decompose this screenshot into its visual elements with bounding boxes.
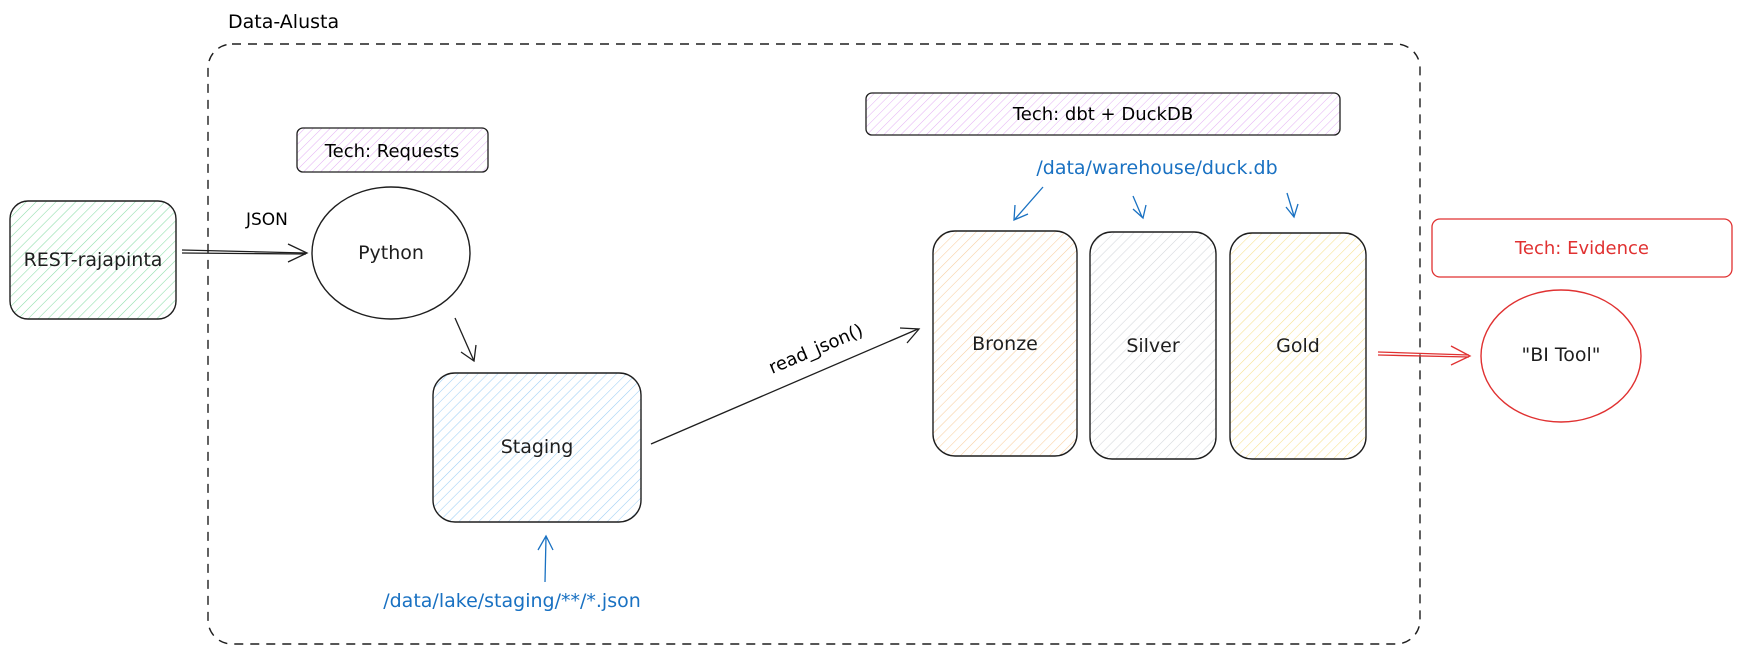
- lake-path-label: /data/lake/staging/**/*.json: [383, 590, 641, 612]
- arrow-python-to-staging: [454, 317, 477, 363]
- tech-evidence-text: Tech: Evidence: [1514, 238, 1649, 259]
- rest-api-node[interactable]: REST-rajapinta: [9, 200, 177, 320]
- arrow-staging-to-bronze: [650, 327, 921, 445]
- python-label: Python: [358, 242, 424, 264]
- python-node[interactable]: Python: [311, 186, 471, 320]
- staging-label: Staging: [501, 436, 574, 458]
- arrow-rest-to-python: [181, 243, 309, 263]
- json-edge-label: JSON: [245, 210, 288, 230]
- data-platform-label: Data-Alusta: [228, 11, 339, 33]
- silver-layer-node[interactable]: Silver: [1089, 231, 1217, 460]
- bi-tool-node[interactable]: "BI Tool": [1480, 289, 1642, 423]
- silver-label: Silver: [1126, 335, 1180, 357]
- rest-api-label: REST-rajapinta: [24, 249, 163, 271]
- tech-dbt-duckdb-label: Tech: dbt + DuckDB: [865, 92, 1341, 136]
- gold-label: Gold: [1276, 335, 1320, 357]
- bronze-label: Bronze: [972, 333, 1038, 355]
- tech-requests-label: Tech: Requests: [296, 127, 489, 173]
- staging-node[interactable]: Staging: [432, 372, 642, 523]
- lake-path-arrow: [537, 534, 554, 583]
- tech-evidence-label: Tech: Evidence: [1431, 218, 1733, 278]
- tech-requests-text: Tech: Requests: [324, 141, 460, 162]
- gold-layer-node[interactable]: Gold: [1229, 232, 1367, 460]
- warehouse-path-arrows: [1013, 186, 1299, 222]
- bi-tool-label: "BI Tool": [1521, 344, 1600, 366]
- tech-dbt-duckdb-text: Tech: dbt + DuckDB: [1012, 104, 1193, 125]
- read-json-edge-label: read_json(): [766, 320, 867, 379]
- arrow-gold-to-bi-tool: [1377, 345, 1472, 366]
- bronze-layer-node[interactable]: Bronze: [932, 230, 1078, 457]
- data-platform-boundary: [207, 43, 1421, 645]
- warehouse-path-label: /data/warehouse/duck.db: [1036, 157, 1277, 179]
